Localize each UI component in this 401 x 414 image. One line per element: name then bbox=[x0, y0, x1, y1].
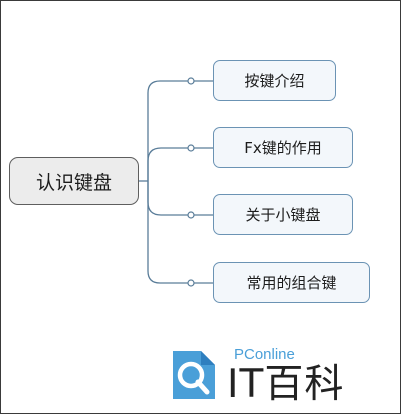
topic-fx-keys[interactable]: Fx键的作用 bbox=[213, 127, 353, 168]
connector-dot-2 bbox=[187, 144, 195, 152]
topic-shortcuts[interactable]: 常用的组合键 bbox=[213, 262, 370, 303]
topic-label: 关于小键盘 bbox=[245, 206, 321, 224]
connector-dot-1 bbox=[187, 77, 195, 85]
pconline-logo-icon bbox=[173, 351, 215, 399]
topic-label: 按键介绍 bbox=[244, 72, 305, 90]
connector-dot-4 bbox=[187, 279, 195, 287]
brand-name-small: PConline bbox=[234, 346, 295, 363]
connector-topic-4 bbox=[147, 181, 191, 284]
connector-topic-2 bbox=[147, 147, 191, 181]
brand-name-large: IT百科 bbox=[227, 362, 345, 407]
connector-topic-3 bbox=[147, 181, 191, 216]
topic-numpad[interactable]: 关于小键盘 bbox=[213, 194, 353, 235]
topic-label: Fx键的作用 bbox=[244, 139, 322, 157]
root-topic-label: 认识键盘 bbox=[35, 171, 112, 194]
root-topic[interactable]: 认识键盘 bbox=[9, 157, 139, 205]
connector-dot-3 bbox=[187, 211, 195, 219]
connector-topic-1 bbox=[147, 80, 191, 181]
topic-label: 常用的组合键 bbox=[246, 274, 337, 292]
topic-key-intro[interactable]: 按键介绍 bbox=[213, 60, 336, 101]
